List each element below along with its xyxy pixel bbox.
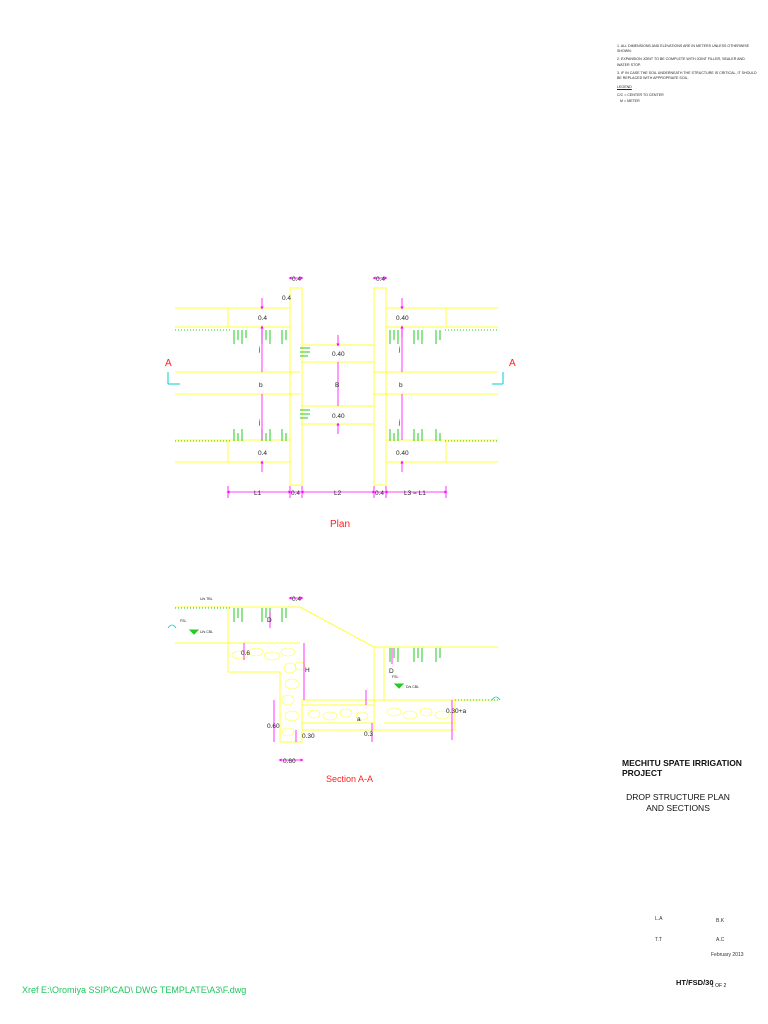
sheet-number: 1 OF 2 xyxy=(711,983,727,989)
label-0-60-vertical: 0.60 xyxy=(267,723,280,730)
designed-by: L.A xyxy=(655,916,663,922)
project-name: MECHITU SPATE IRRIGATION PROJECT xyxy=(622,758,742,778)
dim-wall-top-left: 0.4 xyxy=(282,295,291,302)
drawing-number: HT/FSD/30 xyxy=(676,978,714,987)
label-0-3: 0.3 xyxy=(364,731,373,738)
label-us-cbl: U/s CBL xyxy=(200,630,213,634)
dim-top-left: 0.4 xyxy=(258,315,267,322)
drawing-date: February 2013 xyxy=(711,952,744,958)
legend-item-m: M = METER xyxy=(620,98,640,103)
legend-item-cc: C/C = CENTER TO CENTER xyxy=(617,93,664,98)
plan-title: Plan xyxy=(330,519,350,530)
drawing-title-line-1: DROP STRUCTURE PLAN xyxy=(626,792,730,802)
dim-j-lower-left: j xyxy=(258,419,260,426)
dim-L2: L2 xyxy=(334,490,342,497)
label-D-upstream: D xyxy=(267,617,272,624)
note-3: 3. IF IN CASE THE SOIL UNDERNEATH THE ST… xyxy=(617,70,757,81)
label-0-30-left: 0.30 xyxy=(302,733,315,740)
label-0-60-horizontal: 0.60 xyxy=(283,758,296,765)
plan-dimension-lines xyxy=(226,276,448,498)
label-us-tbl: U/s TBL xyxy=(200,597,213,601)
section-view xyxy=(175,606,498,743)
approved-by: A.C xyxy=(716,937,725,943)
label-0-30-plus-a: 0.30+a xyxy=(446,708,466,715)
dim-wall-left: 0.4 xyxy=(292,276,301,283)
dim-L3: L3 = L1 xyxy=(404,490,426,497)
drawing-title-line-2: AND SECTIONS xyxy=(646,803,710,813)
dim-basin-bottom: 0.40 xyxy=(332,413,345,420)
label-D-downstream: D xyxy=(389,668,394,675)
dim-bottom-left: 0.4 xyxy=(258,450,267,457)
legend-title: LEGEND xyxy=(617,85,632,90)
title-block-signatures: L.A B.K T.T A.C February 2013 xyxy=(655,916,744,958)
section-labels: 0.4 D 0.6 H 0.60 0.30 0.60 a 0.3 D 0.30+… xyxy=(180,596,466,765)
section-riprap xyxy=(231,647,450,737)
drawn-by: T.T xyxy=(655,937,662,943)
dim-top-right: 0.40 xyxy=(396,315,409,322)
dim-wall-bottom-left: 0.4 xyxy=(291,490,300,497)
label-ds-cbl: D/s CBL xyxy=(406,685,419,689)
note-1: 1. ALL DIMENSIONS AND ELEVATIONS ARE IN … xyxy=(617,44,750,54)
dim-j-upper-left: j xyxy=(258,346,260,353)
section-marker-right: A xyxy=(509,358,516,369)
dim-wall-right: 0.4 xyxy=(376,276,385,283)
dim-bottom-right: 0.40 xyxy=(396,450,409,457)
label-0-6: 0.6 xyxy=(241,650,250,657)
general-notes: 1. ALL DIMENSIONS AND ELEVATIONS ARE IN … xyxy=(617,44,757,104)
section-grass-hatch xyxy=(175,607,498,701)
section-marker-left: A xyxy=(165,358,172,369)
note-2: 2. EXPANSION JOINT TO BE COMPLETE WITH J… xyxy=(617,57,745,67)
dim-j-upper-right: j xyxy=(398,346,400,353)
label-H: H xyxy=(305,667,310,674)
dim-b-left: b xyxy=(259,382,263,389)
label-wall-thickness: 0.4 xyxy=(292,596,301,603)
xref-path: Xref E:\Oromiya SSIP\CAD\ DWG TEMPLATE\A… xyxy=(22,985,247,995)
label-a: a xyxy=(357,716,361,723)
drawing-title: DROP STRUCTURE PLAN AND SECTIONS xyxy=(618,792,738,814)
section-water-lines xyxy=(167,624,501,701)
dim-wall-bottom-right: 0.4 xyxy=(375,490,384,497)
dim-B: B xyxy=(335,382,339,389)
label-fsl-upstream: FSL xyxy=(180,619,186,623)
dim-L1: L1 xyxy=(254,490,262,497)
section-title: Section A-A xyxy=(326,774,373,784)
dim-j-lower-right: j xyxy=(398,419,400,426)
dim-b-right: b xyxy=(399,382,403,389)
checked-by: B.K xyxy=(716,918,725,924)
label-fsl-downstream: FSL xyxy=(392,675,398,679)
section-cut-markers xyxy=(167,372,504,385)
plan-dimension-labels: 0.4 0.4 0.4 0.4 0.40 j j 0.40 b B b 0.40… xyxy=(254,276,426,497)
section-dimension-lines xyxy=(243,596,453,762)
dim-basin-top: 0.40 xyxy=(332,351,345,358)
